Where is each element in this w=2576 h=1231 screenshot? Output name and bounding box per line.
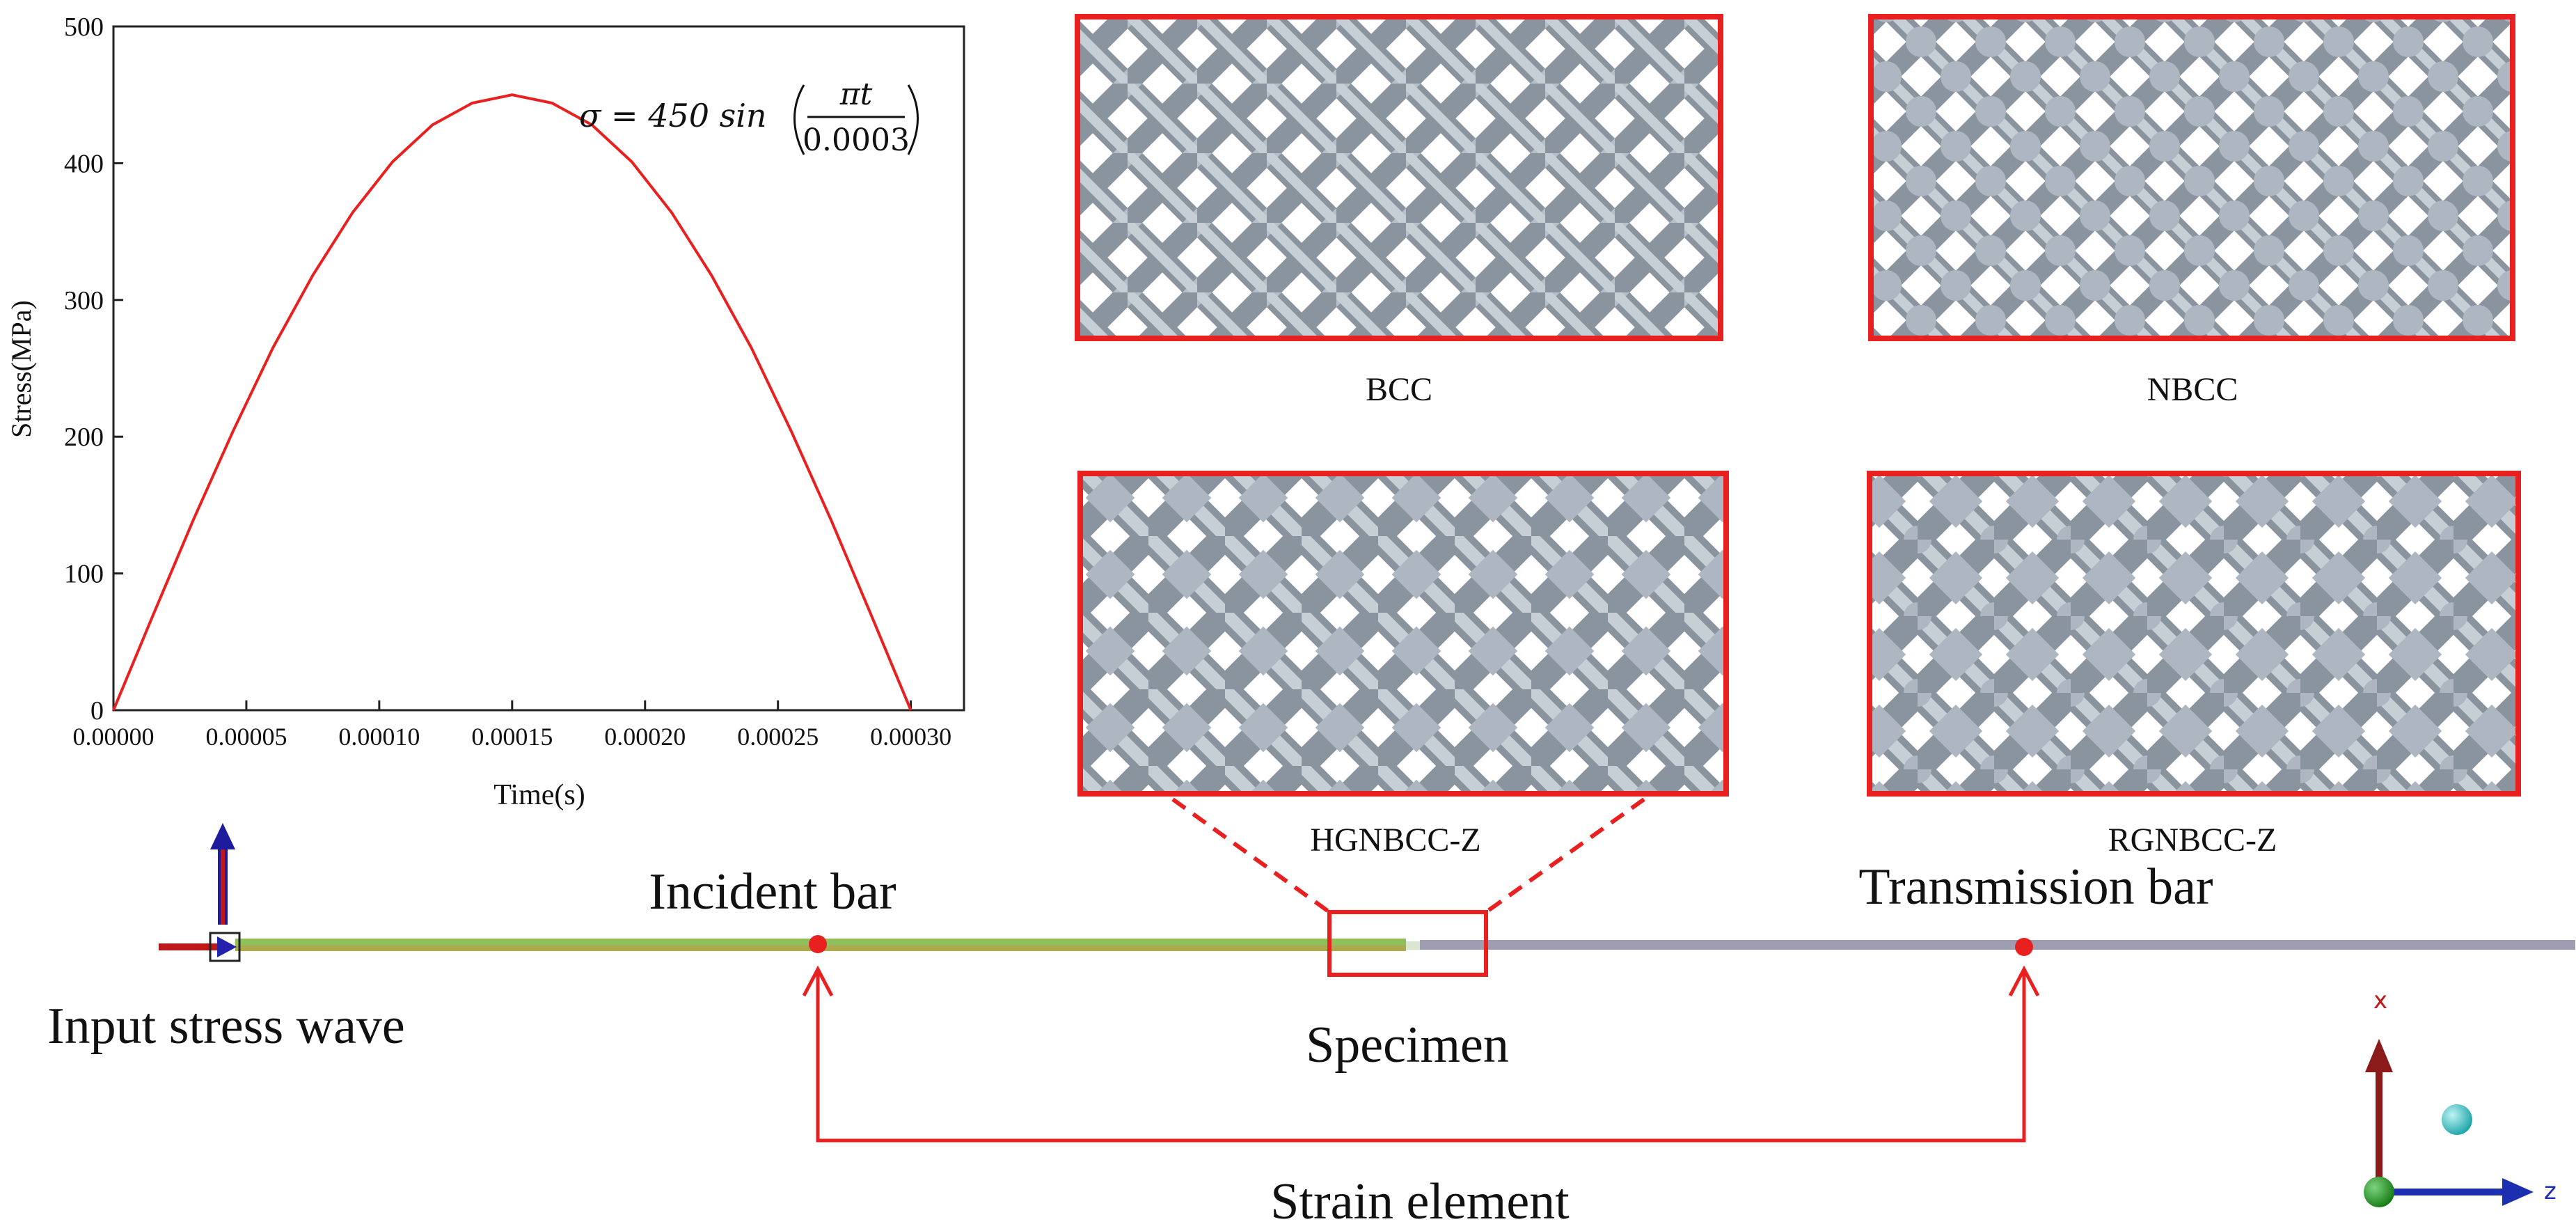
x-tick-label: 0.00015	[471, 723, 553, 751]
lattice-label-rgnbcc-z: RGNBCC-Z	[2108, 822, 2277, 858]
specimen-label: Specimen	[1306, 1017, 1509, 1074]
y-axis-label: Stress(MPa)	[6, 300, 37, 438]
transmission-bar-label: Transmission bar	[1858, 858, 2213, 916]
transmission-bar	[1420, 940, 2575, 950]
lattice-panel-rgnbcc-z: RGNBCC-Z	[1867, 471, 2521, 858]
coordinate-triad: x z	[2364, 987, 2557, 1207]
incident-strain-gauge	[809, 935, 827, 953]
x-axis-label: Time(s)	[493, 779, 585, 811]
transmission-strain-gauge	[2015, 938, 2033, 956]
formula-prefix: σ = 450 sin	[579, 97, 767, 134]
lattice-label-nbcc: NBCC	[2147, 371, 2238, 408]
test-setup: Incident bar Transmission bar Input stre…	[47, 797, 2575, 1230]
y-tick-label: 200	[64, 423, 104, 452]
y-tick-label: 400	[64, 149, 104, 178]
formula-right-paren	[907, 84, 919, 155]
x-tick-label: 0.00030	[870, 723, 951, 751]
y-tick-label: 500	[64, 13, 104, 42]
stress-curve	[112, 93, 912, 711]
y-tick-label: 100	[64, 560, 104, 589]
lattice-panel-nbcc: NBCC	[1868, 14, 2515, 408]
strain-element-label: Strain element	[1270, 1173, 1570, 1230]
view-sphere-icon	[2442, 1104, 2472, 1135]
incident-bar-label: Incident bar	[649, 863, 896, 920]
chart-plot-frame	[112, 25, 965, 712]
x-tick-label: 0.00020	[604, 723, 686, 751]
formula-left-paren	[793, 84, 805, 155]
y-tick-label: 0	[90, 696, 104, 726]
input-wave-arrows	[159, 823, 241, 962]
zoom-line-left	[1171, 797, 1331, 914]
triad-x-label: x	[2373, 987, 2387, 1014]
input-wave-label: Input stress wave	[47, 998, 405, 1055]
y-tick-label: 300	[64, 286, 104, 315]
lattice-label-bcc: BCC	[1366, 371, 1432, 408]
zoom-line-right	[1485, 797, 1645, 914]
lattice-panel-bcc: BCC	[1075, 14, 1723, 408]
y-axis-ticks: 0 100 200 300 400 500	[64, 13, 123, 726]
x-tick-label: 0.00005	[205, 723, 287, 751]
formula-numerator: πt	[839, 77, 873, 112]
x-axis-ticks: 0.00000 0.00005 0.00010 0.00015 0.00020 0.000…	[73, 700, 951, 751]
x-tick-label: 0.00010	[338, 723, 420, 751]
specimen-box	[1327, 910, 1488, 977]
strain-element-connector	[816, 971, 2026, 1143]
x-tick-label: 0.00025	[737, 723, 819, 751]
formula-denominator: 0.0003	[803, 123, 910, 158]
load-point-box	[209, 932, 241, 962]
triad-z-label: z	[2544, 1177, 2557, 1205]
formula-annotation: σ = 450 sin πt 0.0003	[579, 77, 919, 158]
x-tick-label: 0.00000	[73, 723, 155, 751]
lattice-label-hgnbcc-z: HGNBCC-Z	[1310, 822, 1480, 858]
lattice-panel-hgnbcc-z: HGNBCC-Z	[1077, 471, 1729, 858]
